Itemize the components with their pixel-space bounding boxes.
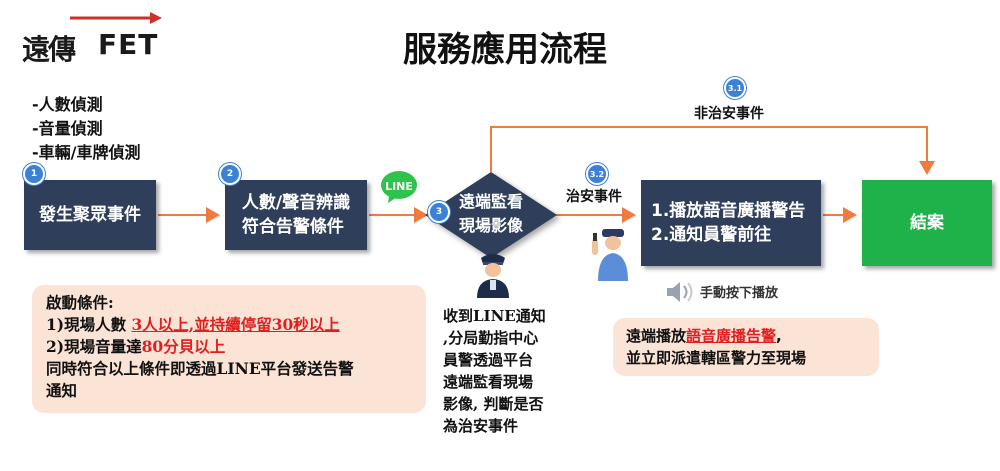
step-1-box: 發生聚眾事件 — [24, 180, 156, 250]
conditions-title: 啟動條件: — [46, 293, 114, 312]
receive-note-line: 影像, 判斷是否 — [443, 395, 544, 413]
receive-note-line: 為治安事件 — [443, 417, 519, 435]
detection-list: -人數偵測 -音量偵測 -車輛/車牌偵測 — [32, 93, 141, 165]
step-2-box: 人數/聲音辨識 符合告警條件 — [225, 180, 367, 250]
condition-4: 通知 — [46, 381, 78, 400]
step-1-label: 發生聚眾事件 — [39, 205, 141, 225]
remote-note-prefix: 遠端播放 — [626, 327, 687, 345]
decision-diamond — [425, 172, 557, 258]
step-3-1-label: 非治安事件 — [694, 106, 764, 122]
condition-1: 1)現場人數 3人以上,並持續停留30秒以上 — [46, 314, 354, 336]
remote-note-line1: 遠端播放語音廣播告警, — [626, 325, 806, 347]
police-officer-icon — [477, 254, 509, 298]
step-3-label-line1: 遠端監看 — [458, 192, 523, 211]
remote-note: 遠端播放語音廣播告警, 並立即派遣轄區警力至現場 — [626, 325, 806, 369]
line-badge-text: LINE — [385, 180, 413, 193]
receive-note-line: 收到LINE通知 — [443, 307, 546, 325]
receive-note: 收到LINE通知 ,分局勤指中心 員警透過平台 遠端監看現場 影像, 判斷是否 … — [443, 305, 546, 437]
speaker-note: 手動按下播放 — [700, 286, 779, 301]
line-app-icon — [381, 171, 417, 203]
logo-english: FET — [98, 28, 159, 61]
step-2-label-line2: 符合告警條件 — [241, 217, 344, 237]
speaker-icon — [667, 282, 693, 302]
step-2-badge: 2 — [219, 163, 241, 185]
step-3-2-badge: 3.2 — [586, 163, 608, 185]
step-3-badge: 3 — [428, 201, 450, 223]
step-3-label: 遠端監看 現場影像 — [441, 190, 541, 238]
receive-note-line: ,分局勤指中心 — [443, 329, 539, 347]
receive-note-line: 員警透過平台 — [443, 351, 534, 369]
step-4-label-line1: 1.播放語音廣播警告 — [651, 201, 806, 221]
condition-2-prefix: 2)現場音量達 — [46, 337, 142, 356]
page-title: 服務應用流程 — [403, 30, 607, 70]
step-4-label-line2: 2.通知員警前往 — [651, 225, 772, 245]
condition-1-highlight: 3人以上,並持續停留30秒以上 — [131, 315, 340, 334]
logo-arrow-icon — [70, 12, 162, 24]
police-signal-icon — [592, 229, 628, 281]
arrow-3-to-5-non-security — [490, 126, 935, 175]
step-5-label: 結案 — [910, 213, 944, 233]
conditions-text: 啟動條件: 1)現場人數 3人以上,並持續停留30秒以上 2)現場音量達80分貝… — [46, 292, 354, 402]
step-3-label-line2: 現場影像 — [458, 216, 523, 235]
receive-note-line: 遠端監看現場 — [443, 373, 534, 391]
remote-panel — [613, 318, 879, 376]
detection-item: -音量偵測 — [32, 119, 103, 138]
condition-2-highlight: 80分貝以上 — [141, 337, 226, 356]
step-1-badge: 1 — [23, 163, 45, 185]
step-3-1-badge: 3.1 — [724, 77, 746, 99]
condition-2: 2)現場音量達80分貝以上 — [46, 336, 354, 358]
remote-note-suffix: , — [776, 327, 782, 345]
remote-note-line2: 並立即派遣轄區警力至現場 — [626, 349, 807, 367]
step-3-2-label: 治安事件 — [566, 189, 622, 205]
detection-item: -人數偵測 — [32, 95, 103, 114]
step-4-box: 1.播放語音廣播警告 2.通知員警前往 — [641, 180, 821, 266]
condition-3: 同時符合以上條件即透過LINE平台發送告警 — [46, 359, 354, 378]
fet-logo: 遠傳 FET — [22, 12, 172, 66]
logo-chinese: 遠傳 — [22, 33, 76, 66]
conditions-panel — [32, 285, 426, 413]
detection-item: -車輛/車牌偵測 — [32, 143, 141, 162]
remote-note-highlight: 語音廣播告警 — [686, 327, 777, 345]
condition-1-prefix: 1)現場人數 — [46, 315, 132, 334]
step-5-box: 結案 — [862, 180, 992, 266]
step-2-label-line1: 人數/聲音辨識 — [241, 193, 351, 213]
